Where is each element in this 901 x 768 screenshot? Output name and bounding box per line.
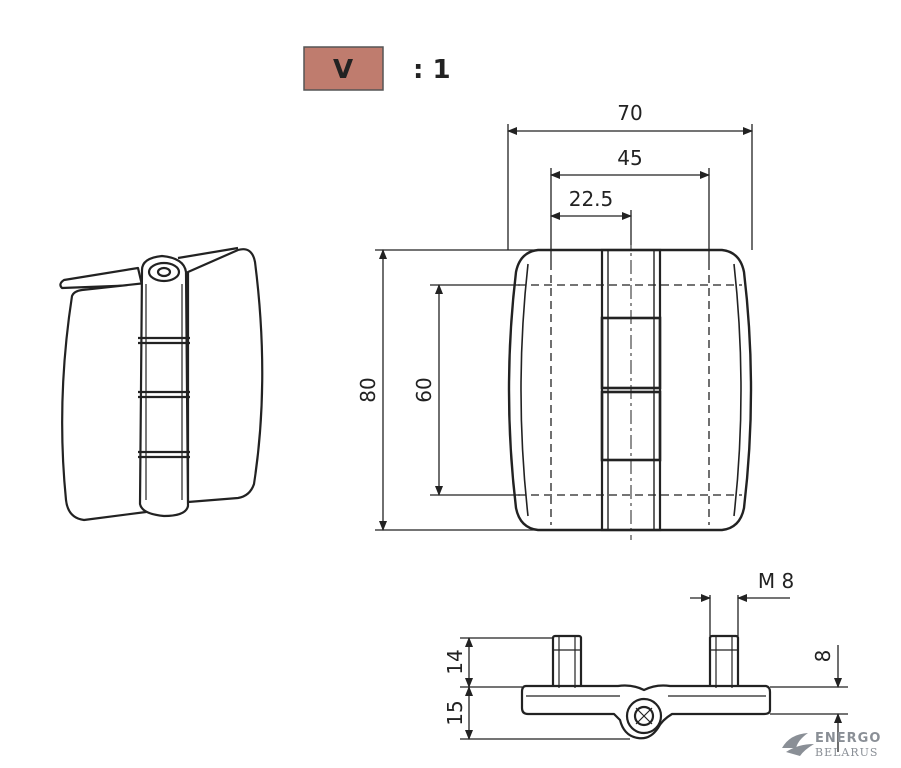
stud-left — [551, 634, 583, 690]
dim-overall-height: 80 — [356, 377, 380, 402]
scale-ratio: : 1 — [413, 55, 451, 85]
energo-belarus-logo: ENERGO BELARUS — [782, 731, 881, 759]
dim-thread-depth: 8 — [811, 650, 835, 663]
hinge-side-view — [520, 634, 772, 740]
dim-thread: M 8 — [758, 569, 794, 593]
dim-body-height: 15 — [443, 700, 467, 725]
stud-right — [708, 634, 740, 690]
scale-box — [303, 46, 384, 91]
side-view-dimensions — [460, 594, 848, 752]
logo-line2: BELARUS — [815, 746, 878, 759]
dim-overall-width: 70 — [617, 101, 642, 125]
dim-half-width: 22.5 — [569, 187, 614, 211]
dim-inner-width: 45 — [617, 146, 642, 170]
dim-stud-length: 14 — [443, 649, 467, 674]
hinge-outline — [507, 248, 753, 532]
logo-swoosh-icon — [782, 733, 814, 756]
hinge-front-view — [507, 210, 753, 540]
hinge-perspective-view — [59, 246, 264, 522]
logo-line1: ENERGO — [815, 731, 881, 746]
scale-box-label: V — [333, 55, 353, 85]
front-view-dimensions — [375, 124, 753, 531]
dim-inner-height: 60 — [412, 377, 436, 402]
scale-indicator: V : 1 — [303, 46, 451, 91]
